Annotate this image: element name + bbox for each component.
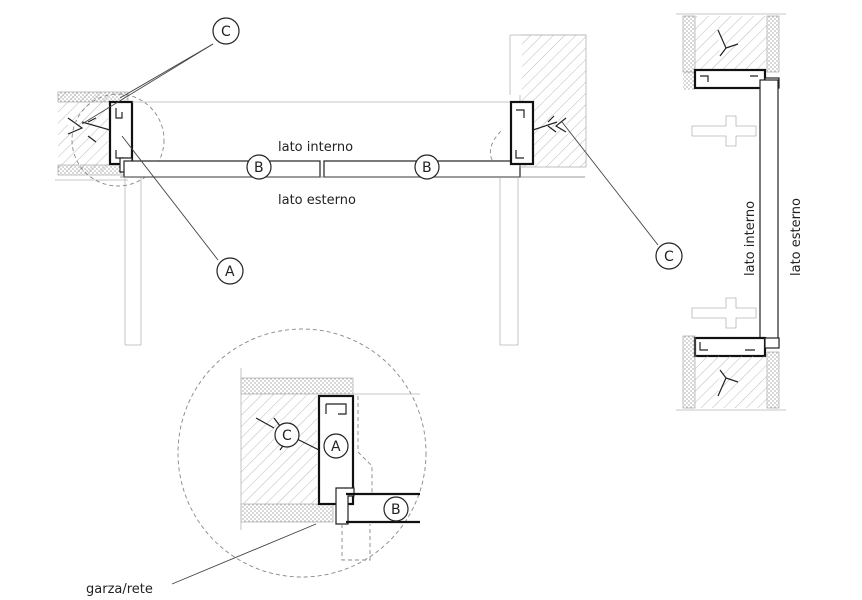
callout-c-plan: C [221,24,231,40]
callout-b-detail: B [391,502,401,518]
label-lato-interno-plan: lato interno [278,140,353,155]
label-lato-interno-section: lato interno [743,201,758,276]
left-wall-plaster-bottom [57,164,129,176]
label-garza-rete: garza/rete [86,582,153,597]
detail-circle-small [71,93,165,187]
left-wall-plaster-top [57,91,129,103]
callout-c-detail: C [282,428,292,444]
screen-panel-left [123,160,321,178]
screen-panel-vertical [759,79,779,346]
detail-circle-large [177,328,427,578]
callout-c-plan-right: C [664,249,674,265]
right-frame-box [509,100,535,166]
callout-b-plan-right: B [422,160,432,176]
vertical-section: lato interno lato esterno [676,13,804,411]
detail-view: C A B garza/rete [86,328,427,597]
left-frame-box-a [108,100,134,166]
callout-a-plan: A [225,264,235,280]
left-wall-hatch [58,92,108,172]
label-lato-esterno-plan: lato esterno [278,193,356,208]
callout-b-plan-left: B [254,160,264,176]
plan-view: lato interno lato esterno C A B B C [55,17,683,346]
bottom-frame-box [693,336,767,358]
label-lato-esterno-section: lato esterno [789,198,804,276]
callout-a-detail: A [331,439,341,455]
